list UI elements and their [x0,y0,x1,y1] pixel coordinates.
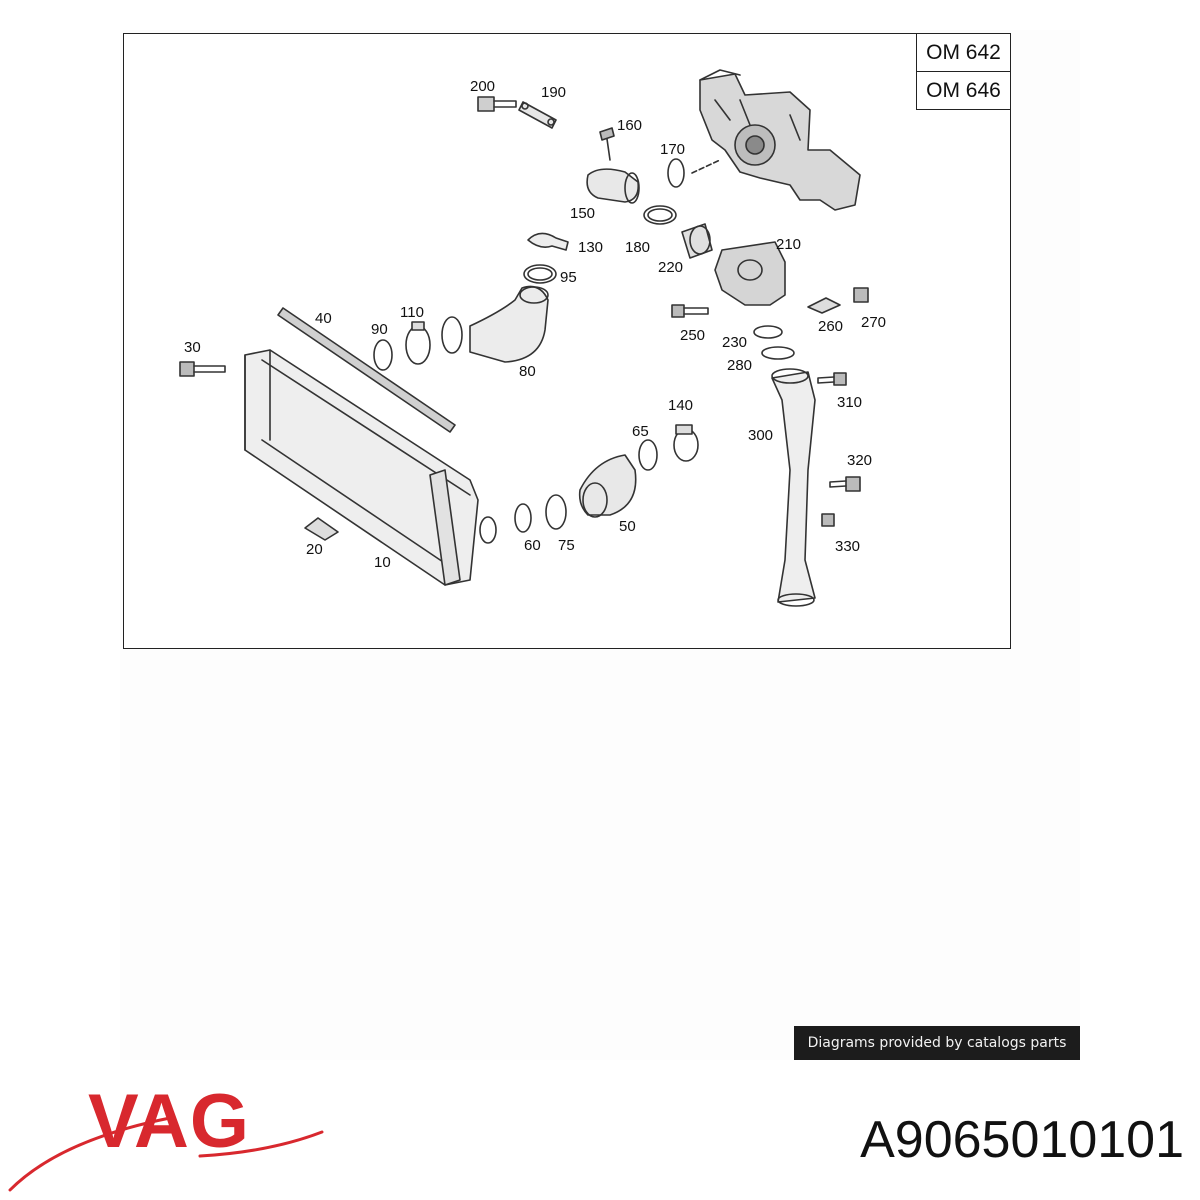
clamp-130 [527,232,569,251]
ring-230 [753,325,783,339]
callout-330: 330 [835,538,860,555]
strip-40 [277,307,456,433]
callout-210: 210 [776,236,801,253]
screw-160 [599,127,615,161]
ring-65 [638,439,658,471]
elbow-50 [578,454,637,518]
callout-200: 200 [470,78,495,95]
callout-160: 160 [617,117,642,134]
callout-75: 75 [558,537,575,554]
callout-190: 190 [541,84,566,101]
variant-om642: OM 642 [926,41,1001,64]
oring-170 [667,158,721,188]
callout-50: 50 [619,518,636,535]
catalog-credit-badge: Diagrams provided by catalogs parts [794,1026,1080,1060]
callout-20: 20 [306,541,323,558]
callout-280: 280 [727,357,752,374]
clip-260 [807,297,841,314]
bolt-310 [817,372,847,386]
callout-170: 170 [660,141,685,158]
callout-220: 220 [658,259,683,276]
ring-95 [523,264,557,284]
callout-10: 10 [374,554,391,571]
bolt-320 [829,476,861,492]
ring-280 [761,346,795,360]
callout-110: 110 [400,304,424,321]
callout-90: 90 [371,321,388,338]
callout-40: 40 [315,310,332,327]
intercooler-10 [244,349,497,586]
diagram-frame [123,33,1011,649]
callout-250: 250 [680,327,705,344]
callout-320: 320 [847,452,872,469]
callout-150: 150 [570,205,595,222]
turbocharger-drawing [699,69,861,211]
hose-150 [586,168,640,204]
callout-270: 270 [861,314,886,331]
callout-95: 95 [560,269,577,286]
callout-140: 140 [668,397,693,414]
brand-swoosh [8,1116,324,1192]
clamp-140 [673,424,699,462]
clamp-75 [545,494,567,530]
ring-60 [514,503,532,533]
callout-30: 30 [184,339,201,356]
callout-60: 60 [524,537,541,554]
bolt-200 [477,96,517,112]
bolt-330 [821,513,835,527]
callout-300: 300 [748,427,773,444]
bolt-250 [671,304,709,318]
bolt-270 [853,287,869,303]
sleeve-220 [681,223,713,259]
callout-260: 260 [818,318,843,335]
bracket-20 [304,517,339,541]
housing-210 [714,241,786,306]
variant-om646: OM 646 [917,71,1010,108]
callout-130: 130 [578,239,603,256]
pipe-300 [771,368,816,607]
callout-180: 180 [625,239,650,256]
callout-65: 65 [632,423,649,440]
engine-variant-table: OM 642 OM 646 [916,34,1010,110]
brand-logo: VAG [88,1079,251,1164]
strap-190 [518,101,557,129]
bolt-30 [179,361,226,377]
clamp-110 [405,321,431,365]
clamp-180 [643,205,677,225]
ring-90 [373,339,393,371]
callout-310: 310 [837,394,862,411]
callout-230: 230 [722,334,747,351]
part-number: A9065010101 [860,1111,1184,1169]
hose-80 [441,285,549,363]
callout-80: 80 [519,363,536,380]
